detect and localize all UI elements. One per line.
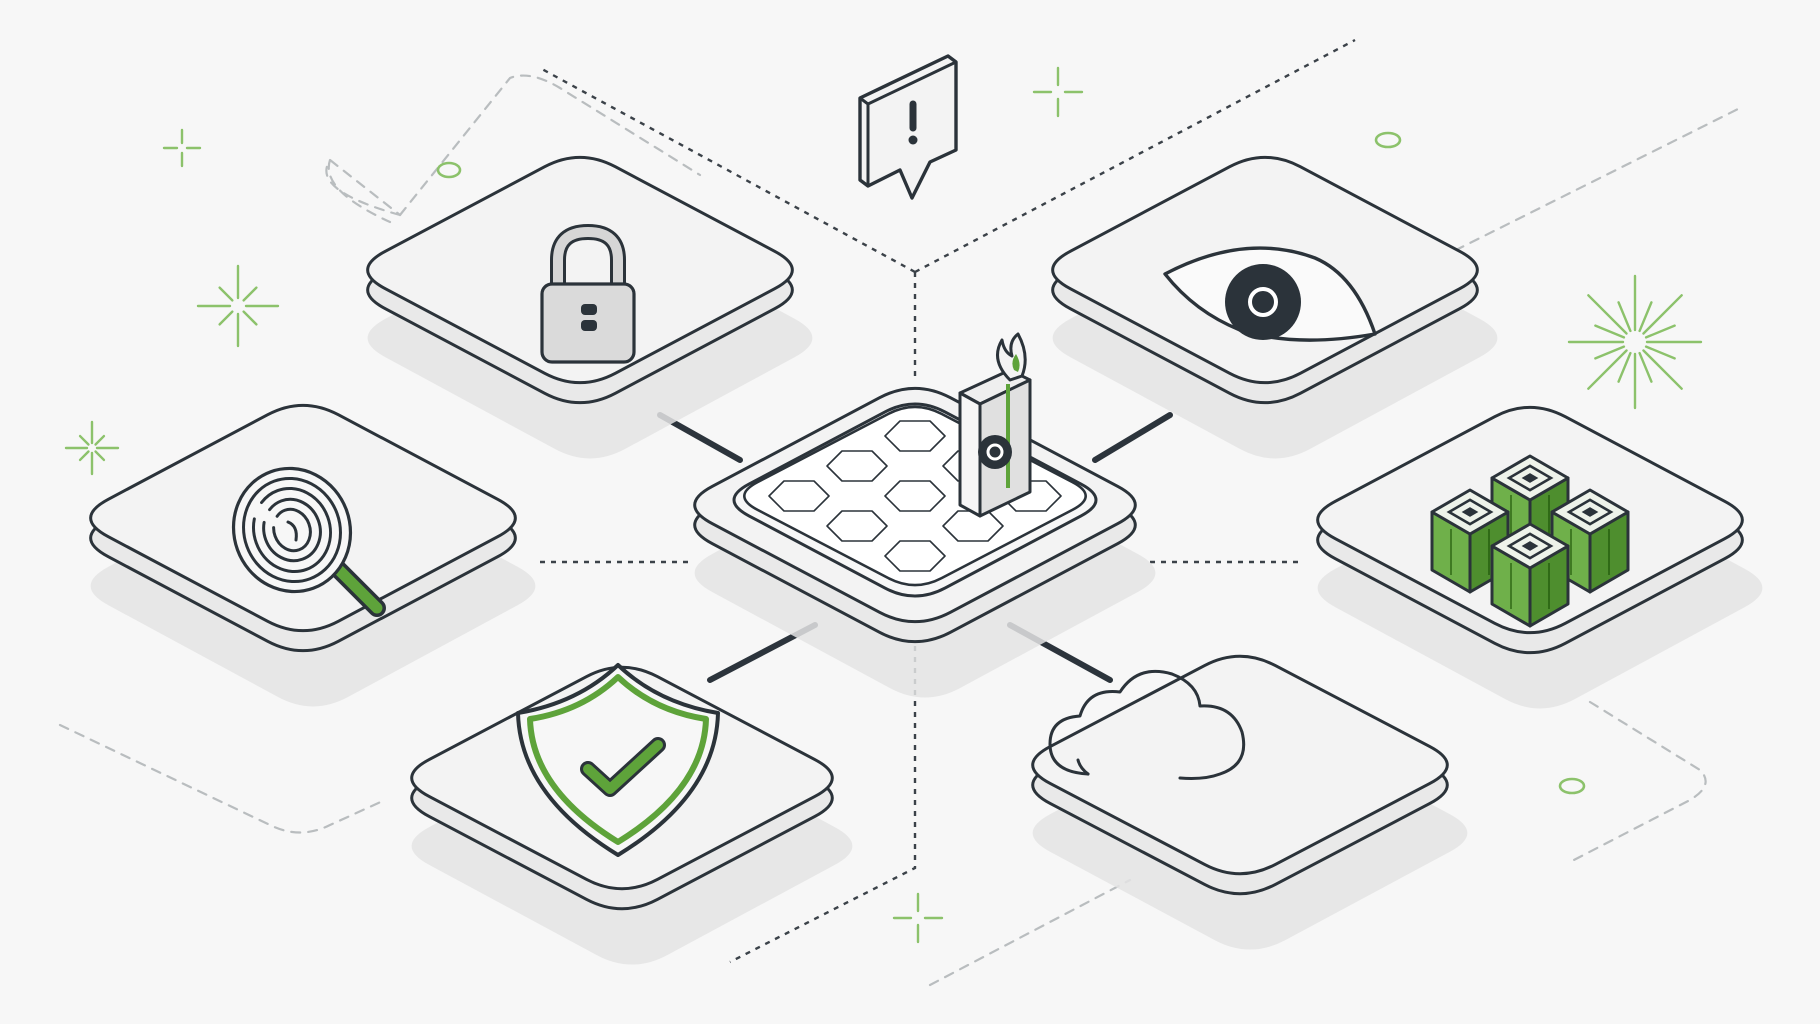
cloud-icon <box>1048 669 1246 780</box>
green-server-blocks-icon <box>1430 454 1630 628</box>
sparkle-burst <box>196 264 280 348</box>
decorative-sparkles <box>64 66 1703 944</box>
sparkle-plus <box>892 892 944 944</box>
sparkle-burst <box>1567 274 1703 410</box>
server-block-right <box>1550 488 1630 594</box>
eye-icon <box>1163 246 1377 342</box>
decorative-rings <box>436 131 1586 795</box>
fingerprint-magnifier-icon <box>231 466 386 617</box>
sparkle-plus <box>162 128 202 168</box>
sparkle-burst <box>64 420 120 476</box>
server-block-front <box>1490 522 1570 628</box>
background-dashed-frames <box>58 74 1742 987</box>
sparkle-plus <box>1032 66 1084 118</box>
shield-check-icon <box>516 663 720 857</box>
sensor-device-icon <box>958 332 1032 518</box>
dashed-connectors <box>539 38 1356 964</box>
alert-speech-bubble-icon <box>858 54 958 200</box>
padlock-icon <box>540 223 636 364</box>
cloud-tile <box>1031 654 1468 950</box>
